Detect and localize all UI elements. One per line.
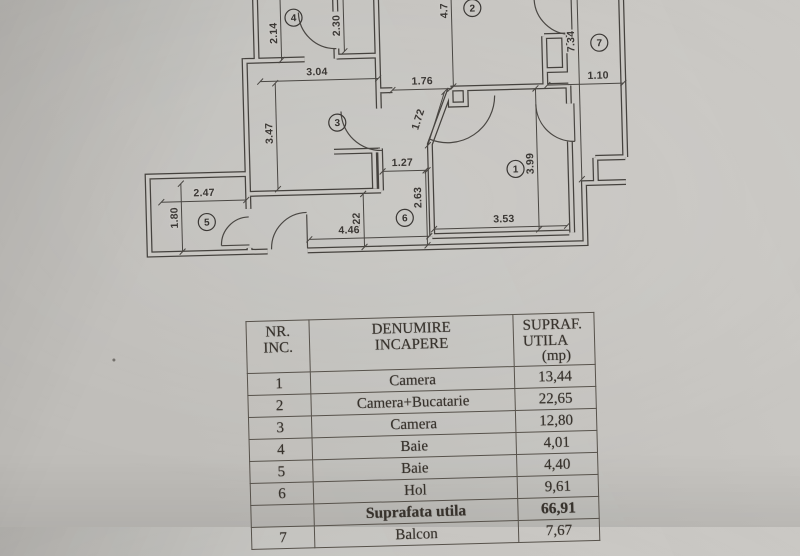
column-header-line: INC. (263, 339, 294, 357)
door-leaves (221, 0, 576, 249)
column-header: SUPRAF.UTILA(mp) (512, 312, 596, 367)
dimension: 1.80 (167, 180, 186, 256)
room-area: 9,61 (517, 474, 599, 499)
row-number: 1 (247, 371, 311, 396)
room-number-labels: 1 2 3 4 5 6 7 (197, 0, 609, 232)
dimension: 4.7 (437, 0, 457, 90)
dimension: 2.63 (410, 166, 431, 249)
row-number: 4 (249, 437, 313, 462)
document-photo: 2.14 2.30 3.04 3.47 1.76 4.7 7.34 1.10 1.72 1.27 2… (112, 0, 629, 550)
wall-lines (144, 0, 629, 258)
dimension-label: 2.30 (330, 15, 343, 37)
dimension: 2.30 (329, 0, 348, 55)
room-number-label: 5 (204, 217, 210, 228)
room-number-label: 1 (513, 164, 519, 175)
dimension: 3.04 (256, 64, 382, 86)
room-number-label: 6 (402, 213, 408, 224)
dimension-label: 2.63 (412, 187, 425, 209)
dimension-label: 1.72 (409, 108, 427, 132)
room-number: 6 (395, 208, 414, 227)
column-header-line: NR. (265, 323, 291, 341)
room-area: 12,80 (515, 408, 597, 433)
room-number: 4 (284, 8, 303, 27)
dimension: 7.34 (563, 0, 586, 183)
door-swing-arcs (220, 0, 575, 250)
dimension-label: 3.53 (493, 213, 515, 226)
dimension-label: 3.04 (306, 66, 328, 79)
dimension-label: 4.7 (438, 3, 450, 19)
dimension: 1.22 (349, 190, 368, 251)
row-number (250, 503, 315, 528)
row-number: 6 (250, 481, 314, 506)
dimension: 1.76 (389, 74, 454, 94)
dimension-label: 3.47 (263, 123, 276, 145)
dimension-label: 1.10 (587, 69, 609, 82)
room-number-label: 3 (334, 118, 340, 129)
room-number: 7 (590, 33, 609, 52)
room-number-label: 7 (596, 38, 602, 49)
dimension: 3.47 (262, 79, 282, 193)
room-area: 4,40 (516, 452, 599, 477)
dimension-label: 3.99 (524, 153, 537, 175)
wall-lines-inner (145, 0, 628, 257)
dimension-label: 1.76 (411, 75, 433, 88)
dimension: 3.53 (430, 211, 571, 233)
room-name: Balcon (314, 520, 519, 548)
dimension-annotations: 2.14 2.30 3.04 3.47 1.76 4.7 7.34 1.10 1.72 1.27 2… (158, 0, 627, 256)
row-number: 2 (247, 393, 312, 418)
paper-speck (112, 358, 116, 362)
dimension-label: 1.80 (168, 207, 181, 229)
dimension-label: 1.27 (392, 157, 414, 170)
row-number: 7 (251, 525, 315, 550)
room-area: 13,44 (514, 364, 596, 389)
room-area: 4,01 (515, 430, 598, 455)
dimension: 2.47 (158, 185, 250, 206)
room-number: 3 (328, 113, 347, 132)
door-arcs (220, 0, 576, 250)
column-header-line: SUPRAF. (522, 316, 583, 334)
dimension: 3.99 (523, 84, 543, 233)
dimension-label: 2.14 (268, 22, 281, 44)
room-number-label: 2 (469, 3, 475, 14)
dimension: 1.27 (379, 155, 431, 175)
dimension-label: 4.46 (338, 224, 360, 237)
room-number: 5 (197, 212, 216, 232)
row-number: 3 (248, 415, 313, 440)
dimension-label: 2.47 (193, 187, 215, 200)
dimension: 1.10 (544, 68, 627, 89)
column-header-line: (mp) (541, 347, 572, 365)
dimension-label: 7.34 (565, 31, 578, 53)
room-number-label: 4 (291, 13, 297, 24)
dimension-label: 1.22 (351, 212, 364, 234)
room-area: 7,67 (518, 518, 600, 543)
room-area: 66,91 (517, 496, 600, 521)
dimension: 2.14 (266, 0, 285, 64)
floorplan-drawing: 2.14 2.30 3.04 3.47 1.76 4.7 7.34 1.10 1.72 1.27 2… (144, 0, 629, 258)
dimension: 4.46 (306, 223, 433, 243)
room-number: 2 (463, 0, 482, 18)
column-header: NR.INC. (245, 319, 311, 374)
row-number: 5 (249, 459, 314, 484)
room-number: 1 (506, 159, 525, 179)
room-area: 22,65 (514, 386, 597, 411)
walls (144, 0, 629, 258)
